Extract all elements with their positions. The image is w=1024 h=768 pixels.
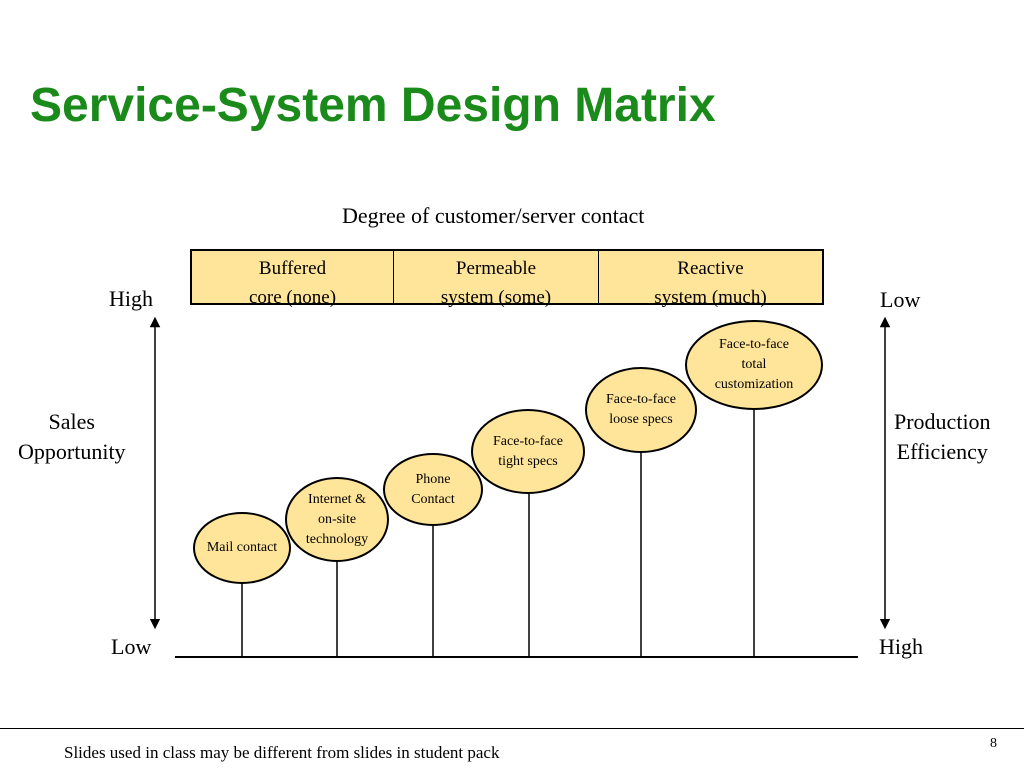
matrix-caption: Degree of customer/server contact <box>342 203 645 228</box>
header-reactive-line1: Reactive <box>677 258 744 279</box>
bubble-tight-specs-text: Face-to-face tight specs <box>493 433 563 469</box>
header-permeable-line2: system (some) <box>440 287 552 308</box>
production-efficiency-line1: Production <box>894 409 991 434</box>
bubble-tight-specs: Face-to-face tight specs <box>471 409 585 494</box>
left-axis-bottom-label: Low <box>111 634 152 659</box>
page-number: 8 <box>990 736 997 751</box>
bubble-phone-contact: Phone Contact <box>383 453 483 526</box>
bubble-mail-contact-text: Mail contact <box>206 540 278 555</box>
header-reactive: Reactive system (much) <box>599 251 822 308</box>
left-axis-top-label: High <box>109 286 153 311</box>
sales-opportunity-line1: Sales <box>48 409 95 434</box>
slide-title: Service-System Design Matrix <box>30 79 716 132</box>
right-axis-top-label: Low <box>880 287 921 312</box>
contact-degree-header: Buffered core (none) Permeable system (s… <box>190 249 824 308</box>
header-reactive-line2: system (much) <box>654 287 767 308</box>
header-buffered: Buffered core (none) <box>192 251 394 308</box>
header-permeable-line1: Permeable <box>455 258 537 279</box>
header-buffered-line1: Buffered <box>258 258 327 279</box>
bubble-internet-onsite: Internet & on-site technology <box>285 477 389 562</box>
sales-opportunity-label: Sales Opportunity <box>18 407 126 467</box>
bubble-loose-specs: Face-to-face loose specs <box>585 367 697 453</box>
header-permeable: Permeable system (some) <box>394 251 599 308</box>
footer-divider <box>0 728 1024 729</box>
sales-opportunity-line2: Opportunity <box>18 439 126 464</box>
production-efficiency-line2: Efficiency <box>896 439 988 464</box>
bubble-total-customization: Face-to-face total customization <box>685 320 823 410</box>
footer-note: Slides used in class may be different fr… <box>64 743 500 762</box>
bubble-loose-specs-text: Face-to-face loose specs <box>606 392 676 427</box>
production-efficiency-label: Production Efficiency <box>894 407 991 467</box>
right-axis-bottom-label: High <box>879 634 923 659</box>
bubble-internet-onsite-text: Internet & on-site technology <box>305 491 369 547</box>
bubble-phone-contact-text: Phone Contact <box>411 471 455 507</box>
bubble-total-customization-text: Face-to-face total customization <box>714 337 794 392</box>
bubble-mail-contact: Mail contact <box>193 512 291 584</box>
header-buffered-line2: core (none) <box>248 287 337 308</box>
